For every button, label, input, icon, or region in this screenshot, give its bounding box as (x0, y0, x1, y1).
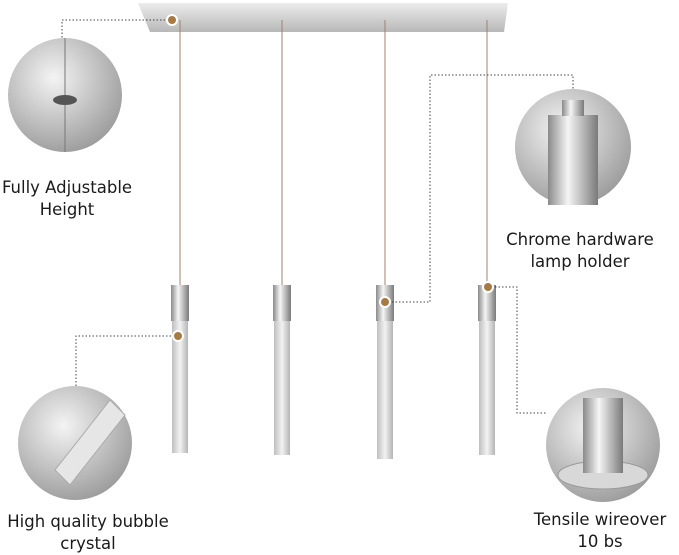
detail-circle-crystal (18, 386, 132, 500)
detail-circle-holder (515, 89, 631, 205)
callout-markers (166, 14, 494, 342)
canopy-bar (138, 3, 508, 32)
callout-adjustable-height: Fully Adjustable Height (0, 177, 134, 221)
callout-text: Height (39, 200, 95, 219)
callout-text: Chrome hardware (506, 230, 654, 249)
callout-bubble-crystal: High quality bubble crystal (0, 511, 176, 555)
callout-text: crystal (60, 534, 116, 553)
callout-tensile-wire: Tensile wireover 10 bs (522, 509, 678, 553)
callout-text: lamp holder (530, 252, 630, 271)
callout-text: 10 bs (577, 532, 623, 551)
callout-lamp-holder: Chrome hardware lamp holder (495, 229, 665, 273)
callout-text: High quality bubble (7, 512, 169, 531)
leader-lines (61, 19, 574, 414)
pendant-lights (171, 285, 496, 459)
callout-text: Tensile wireover (533, 510, 667, 529)
detail-circle-wire (546, 388, 660, 502)
callout-text: Fully Adjustable (1, 178, 133, 197)
suspension-wires (179, 20, 488, 288)
detail-circle-adjustable (8, 38, 122, 152)
